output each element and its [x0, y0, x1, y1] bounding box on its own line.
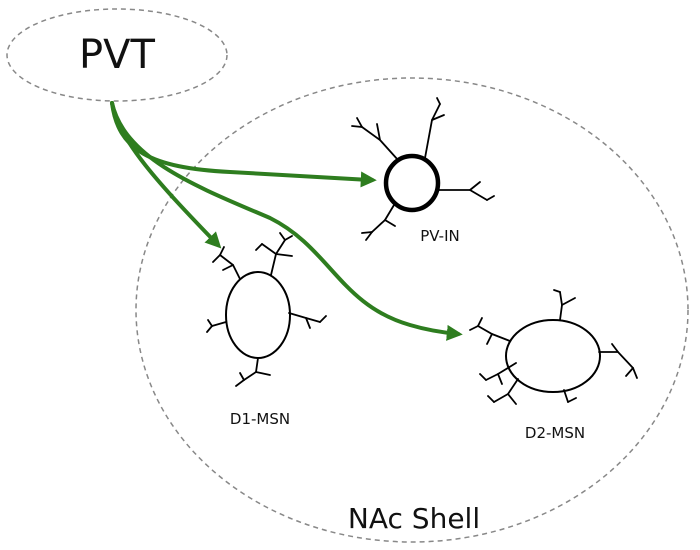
d1-msn-label: D1-MSN — [230, 410, 290, 428]
projection-to-d2-msn — [110, 101, 463, 341]
nac-shell-region: NAc Shell — [135, 77, 689, 543]
d1-msn-neuron — [206, 232, 327, 387]
d2-msn-label: D2-MSN — [525, 424, 585, 442]
d2-msn-soma — [505, 319, 601, 393]
pvt-projections — [110, 101, 463, 341]
pv-in-soma — [383, 153, 441, 213]
pv-in-dendrites — [351, 97, 495, 241]
d1-msn-soma — [225, 271, 291, 359]
pv-in-neuron — [351, 97, 495, 241]
nac-shell-label: NAc Shell — [348, 502, 480, 535]
pvt-region: PVT — [6, 8, 228, 102]
projection-to-pv-in — [110, 101, 377, 188]
pvt-label: PVT — [79, 32, 155, 78]
d2-msn-dendrites — [469, 289, 638, 405]
projection-to-d1-msn — [110, 101, 222, 249]
pv-in-label: PV-IN — [420, 227, 460, 245]
pvt-outline — [6, 8, 228, 102]
d1-msn-dendrites — [206, 232, 327, 387]
nac-shell-outline — [135, 77, 689, 543]
d2-msn-neuron — [469, 289, 638, 405]
